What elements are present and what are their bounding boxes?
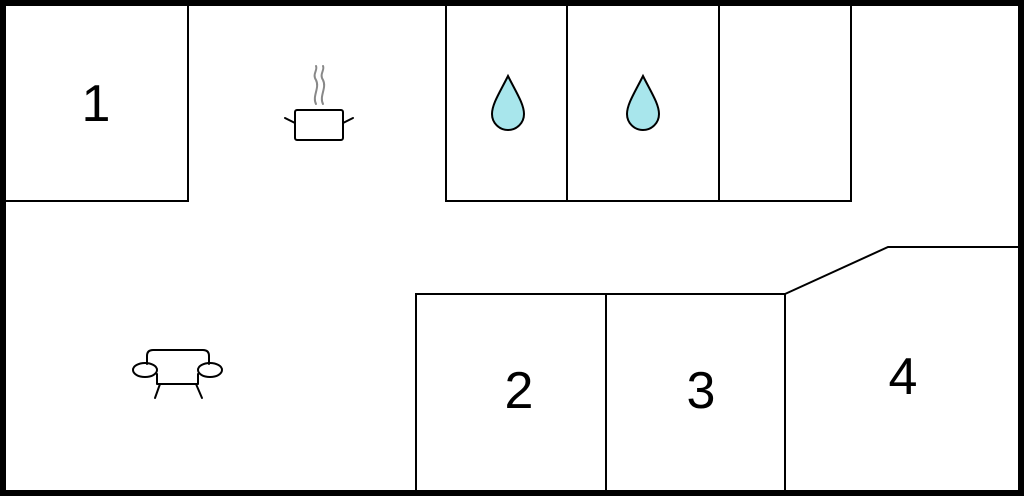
room-1-walls (3, 3, 189, 202)
water-drop-icon (625, 73, 661, 131)
bathroom-block-walls (445, 3, 852, 202)
room-2-3-walls (415, 293, 785, 493)
room-2-label: 2 (505, 362, 534, 420)
cooking-pot-icon (284, 65, 354, 141)
water-drop-icon (490, 73, 526, 131)
room-4-angled-wall (784, 246, 1021, 295)
sofa-icon (132, 349, 223, 399)
room-4-label: 4 (889, 348, 918, 406)
room-3-label: 3 (687, 362, 716, 420)
room-1-label: 1 (82, 75, 111, 133)
